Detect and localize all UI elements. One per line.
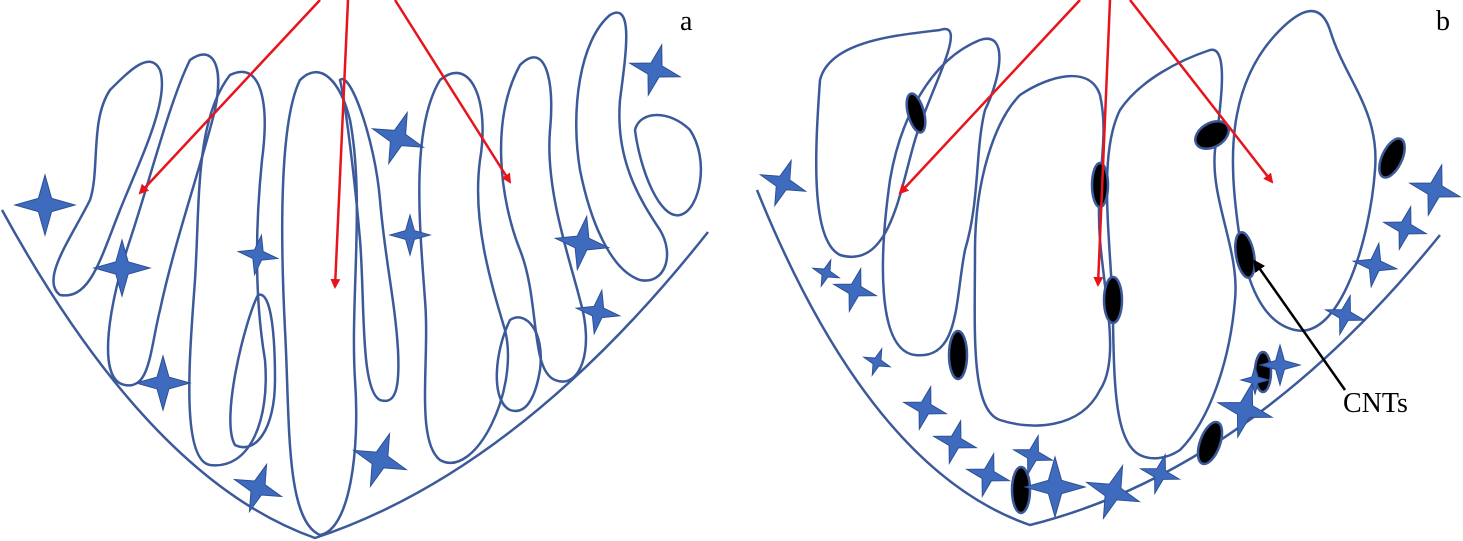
star-icon: [758, 158, 808, 208]
star-icon: [811, 258, 841, 288]
cnts-pointer-arrow: [1253, 259, 1347, 391]
cells-b: [814, 10, 1377, 460]
star-icon: [628, 43, 682, 97]
star-icon: [1351, 241, 1399, 289]
cnt-particle: [947, 329, 969, 381]
star-icon: [232, 462, 284, 514]
cnt-particle: [1234, 231, 1256, 279]
cnt-particle: [1010, 465, 1032, 515]
star-icon: [1408, 163, 1462, 217]
cnt-particle: [1194, 120, 1230, 150]
star-icon: [964, 451, 1012, 499]
cnt-particle: [1102, 275, 1124, 325]
star-icon: [1239, 364, 1271, 396]
star-icon: [831, 266, 879, 314]
star-icon: [901, 384, 949, 432]
star-icon: [1138, 452, 1182, 496]
star-icon: [931, 418, 979, 466]
star-icon: [1258, 343, 1302, 387]
red-arrow: [1129, 0, 1274, 184]
star-icon: [1023, 455, 1087, 519]
star-icon: [553, 214, 611, 272]
cnt-particle: [905, 92, 927, 134]
panel-b: CNTs b: [755, 0, 1462, 527]
red-arrow: [393, 0, 512, 184]
bowl-outline-a: [0, 209, 709, 540]
star-icon: [236, 233, 280, 277]
star-icon: [388, 213, 432, 257]
cnts-label: CNTs: [1343, 388, 1408, 419]
star-icon: [862, 347, 892, 377]
cnt-particle: [1196, 420, 1224, 466]
stars-b: [758, 158, 1462, 521]
cnts-b: [905, 92, 1406, 515]
star-icon: [574, 288, 622, 336]
star-icon: [1011, 433, 1055, 477]
star-icon: [13, 173, 77, 237]
star-icon: [92, 238, 152, 298]
star-icon: [1381, 204, 1429, 252]
cnt-particle: [1378, 137, 1406, 179]
red-arrow: [138, 0, 321, 195]
star-icon: [1216, 381, 1274, 439]
panel-a: a: [0, 0, 709, 540]
red-arrow: [1093, 0, 1112, 287]
red-arrow: [330, 0, 350, 289]
stars-a: [13, 43, 682, 514]
star-icon: [1084, 463, 1142, 521]
cnt-particle: [1090, 161, 1110, 209]
red-arrows-a: [138, 0, 512, 289]
panel-label-a: a: [680, 6, 693, 37]
red-arrow: [898, 0, 1081, 195]
star-icon: [351, 431, 409, 489]
red-arrows-b: [898, 0, 1274, 287]
panel-label-b: b: [1436, 6, 1450, 37]
star-icon: [134, 354, 192, 412]
star-icon: [370, 110, 426, 166]
star-icon: [1323, 293, 1367, 337]
bowl-outline-b: [755, 189, 1441, 527]
